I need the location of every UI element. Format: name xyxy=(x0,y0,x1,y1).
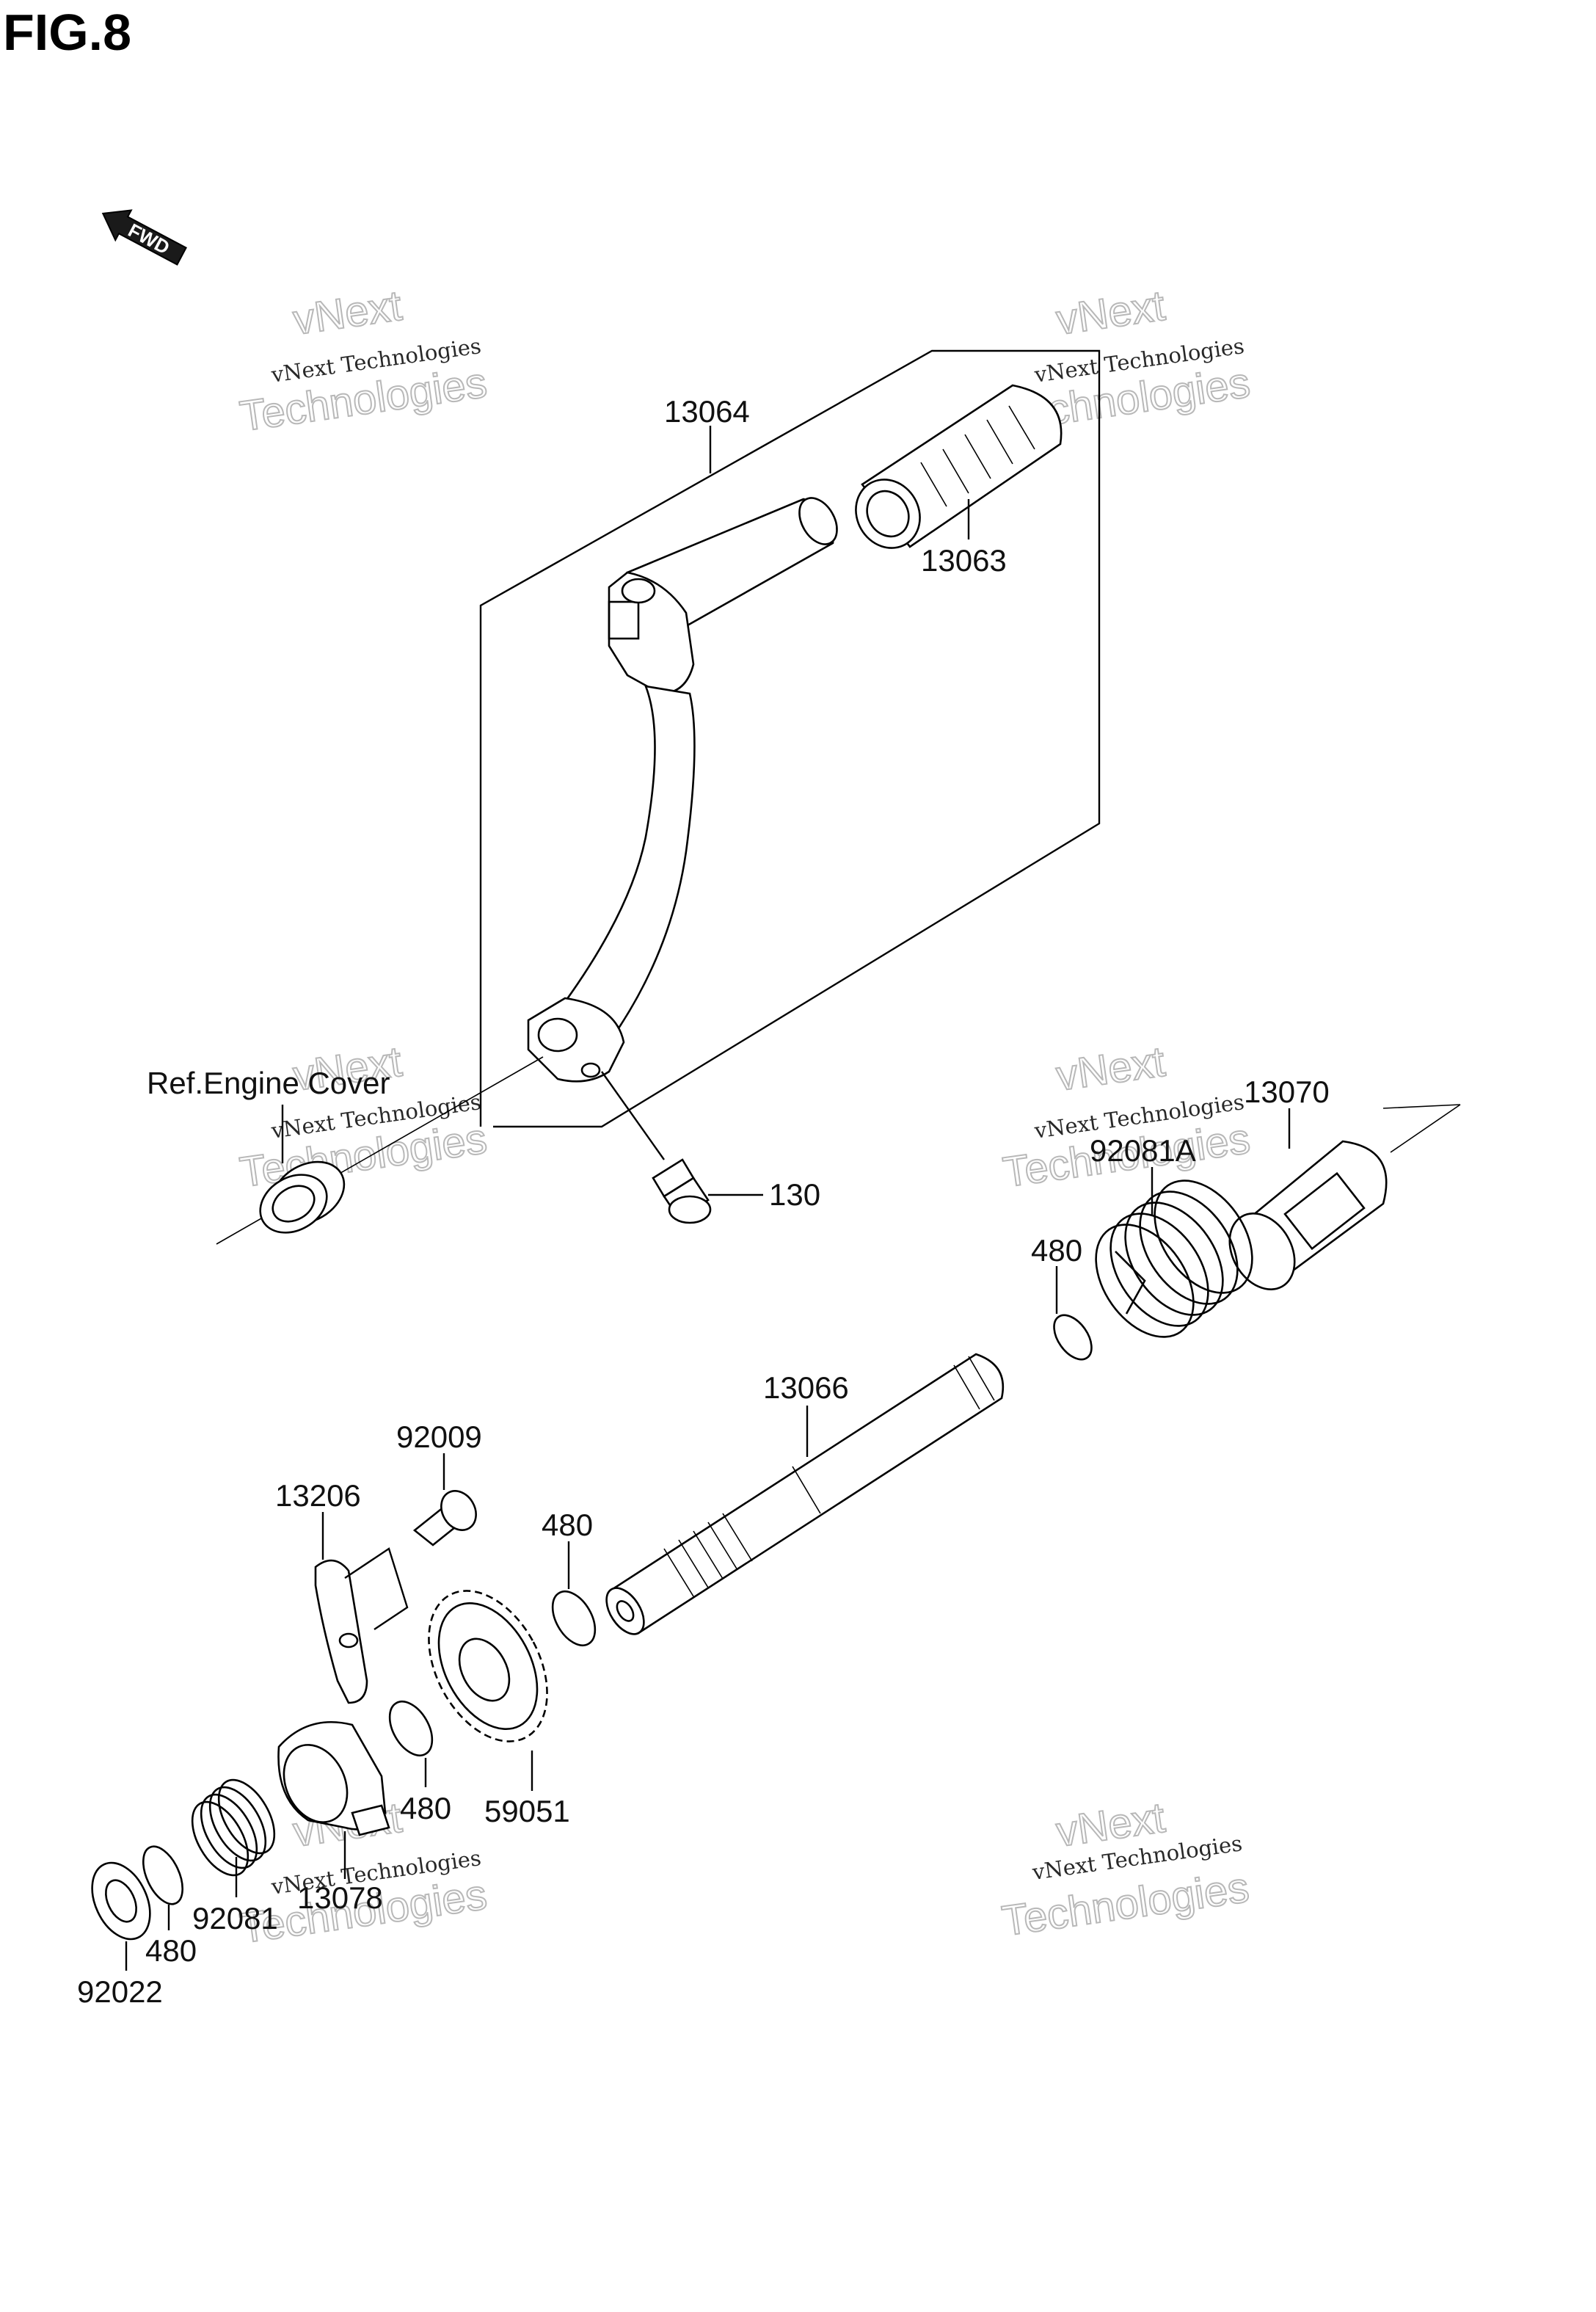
ratchet-plate xyxy=(314,1547,409,1704)
part-label-13064: 13064 xyxy=(664,394,750,429)
part-label-480-shaft: 480 xyxy=(542,1508,593,1542)
circlip xyxy=(551,1591,597,1646)
part-label-480-washer: 480 xyxy=(145,1933,197,1968)
ref-engine-cover-label: Ref.Engine Cover xyxy=(147,1066,390,1100)
bolt xyxy=(601,1071,712,1224)
ratchet-spring xyxy=(191,1778,276,1877)
fwd-arrow-icon: FWD xyxy=(101,209,187,266)
ratchet xyxy=(277,1720,390,1836)
part-label-92081A: 92081A xyxy=(1090,1133,1196,1168)
watermark-brand: vNext xyxy=(1053,282,1167,344)
pedal-grip xyxy=(855,384,1063,549)
part-label-92081: 92081 xyxy=(192,1901,278,1935)
part-label-13063: 13063 xyxy=(921,543,1007,578)
part-label-13066: 13066 xyxy=(763,1370,849,1405)
watermark: vNext vNext Technologies Technologies xyxy=(999,1037,1253,1197)
figure-title: FIG.8 xyxy=(3,4,131,61)
watermark: vNext vNext Technologies Technologies xyxy=(999,1793,1253,1946)
watermark-brand: vNext xyxy=(1053,1038,1167,1100)
part-label-13078: 13078 xyxy=(297,1880,383,1915)
kick-shaft xyxy=(605,1353,1005,1635)
part-label-59051: 59051 xyxy=(484,1794,570,1828)
circlip xyxy=(388,1701,434,1756)
fwd-label: FWD xyxy=(125,219,173,258)
washer xyxy=(91,1861,151,1941)
kick-pedal-lever xyxy=(527,497,838,1083)
shaft-axis-line xyxy=(1390,1104,1461,1153)
part-label-13206: 13206 xyxy=(275,1478,361,1513)
shaft-axis-line xyxy=(1382,1104,1461,1109)
part-label-480-spring: 480 xyxy=(1031,1233,1082,1268)
screw xyxy=(412,1490,477,1546)
part-label-92022: 92022 xyxy=(77,1974,163,2009)
assembly-bracket xyxy=(479,349,1101,1128)
circlip xyxy=(1053,1314,1093,1361)
kick-gear xyxy=(428,1590,548,1742)
oil-seal xyxy=(259,1160,346,1234)
part-label-92009: 92009 xyxy=(396,1419,482,1454)
part-label-480-gear: 480 xyxy=(400,1791,451,1825)
kick-spring xyxy=(1095,1179,1253,1338)
part-label-130: 130 xyxy=(769,1177,820,1212)
watermark: vNext vNext Technologies Technologies xyxy=(236,1037,490,1197)
watermark-brand: vNext xyxy=(290,282,404,344)
watermark: vNext vNext Technologies Technologies xyxy=(236,281,490,441)
part-label-13070: 13070 xyxy=(1244,1075,1330,1109)
circlip xyxy=(142,1845,183,1905)
